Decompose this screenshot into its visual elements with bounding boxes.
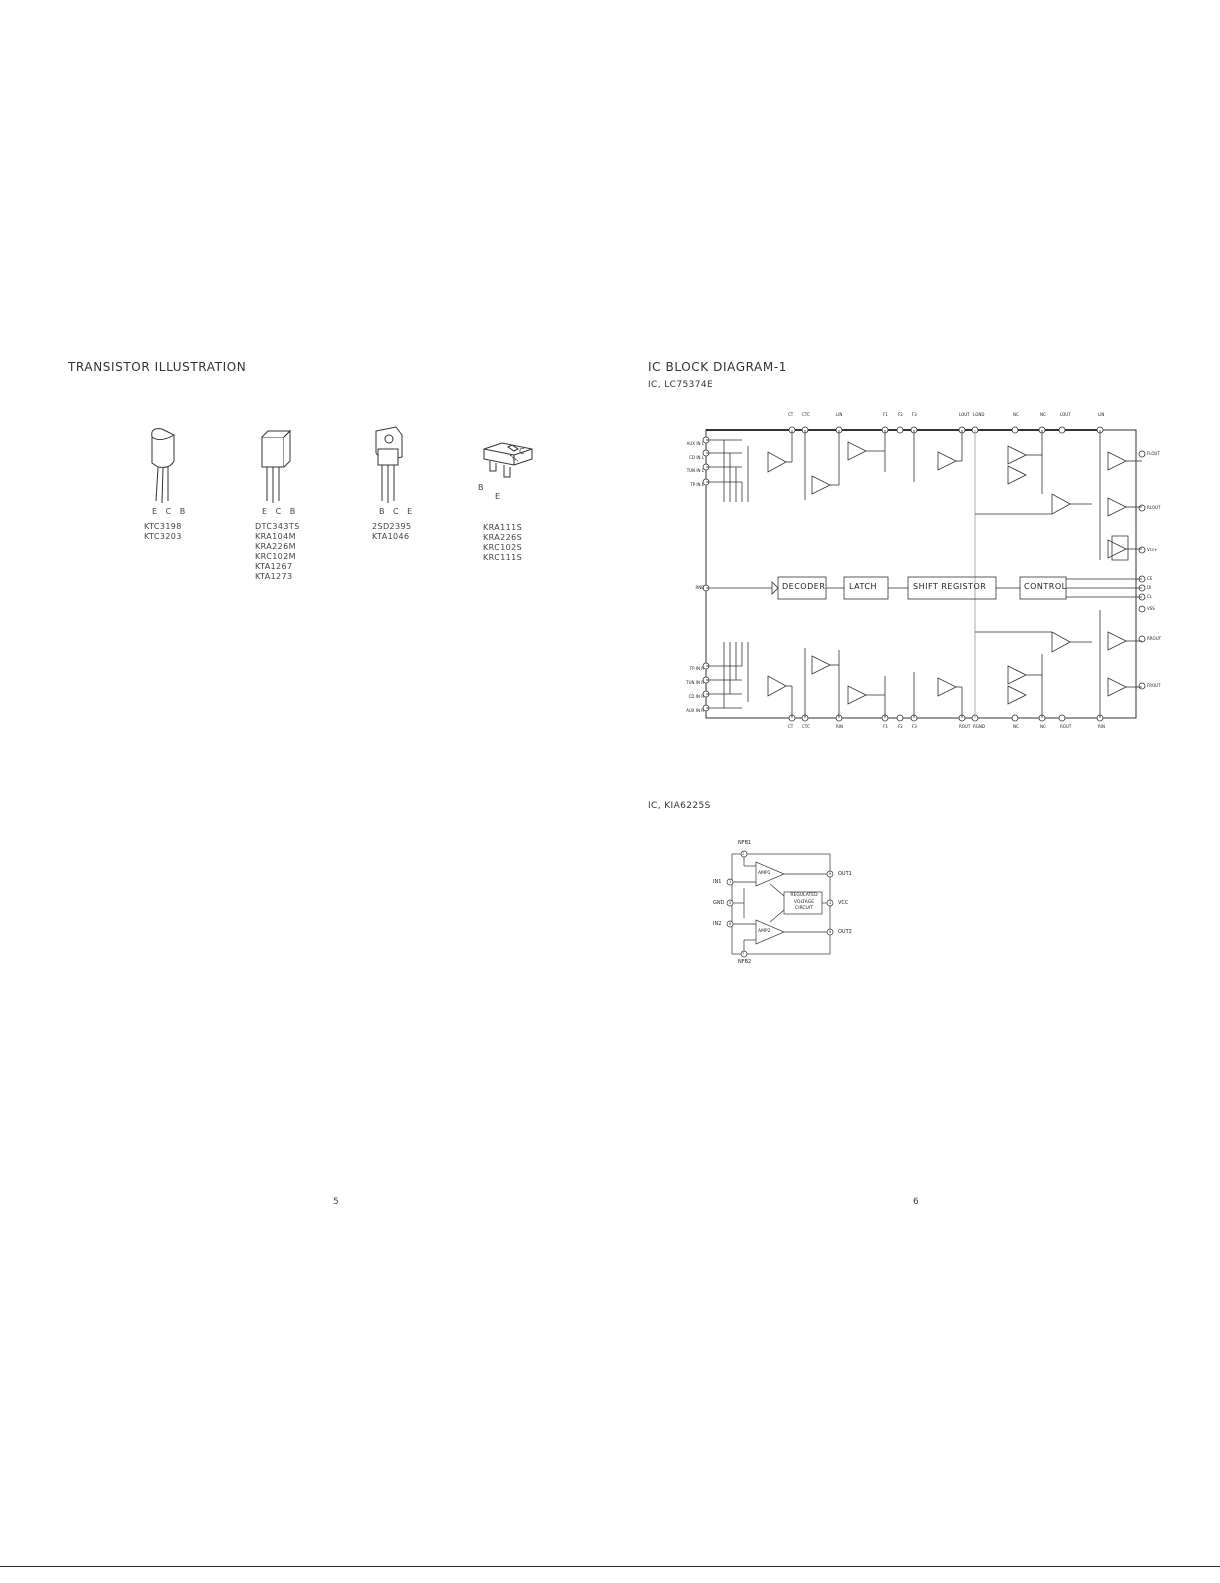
sot23-package-icon <box>483 442 533 478</box>
opamp-bottom-3 <box>847 685 867 705</box>
package-2-pin-labels: E C B <box>262 507 299 516</box>
opamp-top-3 <box>847 441 867 461</box>
transistor-package-drawings <box>151 426 533 504</box>
sot23-emitter-label: E <box>495 492 501 501</box>
right-pin-column <box>1138 450 1146 690</box>
to220-package-icon <box>375 426 403 503</box>
opamp-bottom-2 <box>811 655 831 675</box>
ic1-pin-frout: FROUT <box>1147 683 1161 688</box>
opamp-top-7 <box>1051 493 1071 515</box>
control-label: CONTROL <box>1024 582 1067 591</box>
opamp-top-9 <box>1107 497 1127 517</box>
amp2-triangle <box>755 919 785 945</box>
ic1-pin-cl: CL <box>1147 594 1153 599</box>
page-number-right: 6 <box>913 1197 919 1207</box>
package-3-part-list: 2SD2395 KTA1046 <box>372 522 412 541</box>
page-title-transistor-illustration: TRANSISTOR ILLUSTRATION <box>68 360 247 374</box>
ic2-amp1-label: AMP1 <box>758 871 771 876</box>
opamp-top-8 <box>1107 451 1127 471</box>
ic1-left-pin-labels-bottom: TP IN R TUN IN R CD IN R AUX IN R <box>686 666 704 713</box>
package-1-pin-labels: E C B <box>152 507 189 516</box>
lc75374e-block-diagram <box>702 426 1146 722</box>
ic2-label-vcc: VCC <box>838 900 849 906</box>
ic2-pin-number-out1: 9 <box>829 872 832 876</box>
latch-label: LATCH <box>849 582 878 591</box>
ic1-bottom-pin-labels: CT CTC RIN F1 F2 F3 ROUT RGND NC NC ROUT… <box>788 724 1105 729</box>
ic2-label-nfb2: NFB2 <box>738 959 752 965</box>
to92-package-icon <box>151 428 175 504</box>
opamp-top-2 <box>811 475 831 495</box>
ic2-pin-number-in2: 8 <box>729 922 732 926</box>
package-4-part-list: KRA111S KRA226S KRC102S KRC111S <box>483 523 523 562</box>
ic1-left-pin-labels-top: AUX IN L CD IN L TUN IN L TP IN L <box>686 441 704 487</box>
ic2-label-in1: IN1 <box>713 879 722 885</box>
package-3-pin-labels: B C E <box>379 507 416 516</box>
shift-register-label: SHIFT REGISTOR <box>913 582 987 591</box>
opamp-top-4 <box>937 451 957 471</box>
ic2-label-out1: OUT1 <box>838 871 852 877</box>
bottom-page-rule <box>0 1566 1220 1567</box>
ic1-pin-flout: FLOUT <box>1147 451 1160 456</box>
ic2-pin-number-nfb1: 2 <box>742 852 745 856</box>
to92l-package-icon <box>261 429 292 503</box>
kia6225s-block-diagram <box>726 850 834 958</box>
ic2-pin-number-vcc: 4 <box>829 901 832 905</box>
ic2-label-nfb1: NFB1 <box>738 840 752 846</box>
ic1-pin-ce: CE <box>1147 576 1153 581</box>
ic1-title: IC, LC75374E <box>648 380 714 390</box>
ic2-label-in2: IN2 <box>713 921 722 927</box>
package-2-part-list: DTC343TS KRA104M KRA226M KRC102M KTA1267… <box>255 522 300 581</box>
opamp-top-10 <box>1107 539 1127 559</box>
ic2-pin-number-in1: 1 <box>729 880 732 884</box>
opamp-bottom-7 <box>1051 631 1071 653</box>
page-title-ic-block-diagram: IC BLOCK DIAGRAM-1 <box>648 360 787 374</box>
opamp-bottom-8 <box>1107 631 1127 651</box>
ic1-pin-rlout: RLOUT <box>1147 505 1161 510</box>
package-1-part-list: KTC3198 KTC3203 <box>144 522 182 541</box>
ic2-label-gnd: GND <box>713 900 725 906</box>
opamp-top-6 <box>1007 465 1027 485</box>
ic2-title: IC, KIA6225S <box>648 801 711 811</box>
ic1-rnb-pin-label: RNB <box>695 585 704 590</box>
ic1-pin-rrout: RROUT <box>1147 636 1162 641</box>
ic2-pin-number-nfb2: 7 <box>742 952 745 956</box>
decoder-label: DECODER <box>782 582 826 591</box>
sot23-base-label: B <box>478 483 484 492</box>
opamp-top-5 <box>1007 445 1027 465</box>
opamp-bottom-4 <box>937 677 957 697</box>
opamp-bottom-1 <box>767 675 787 697</box>
opamp-bottom-9 <box>1107 677 1127 697</box>
top-pin-row <box>788 426 1104 434</box>
opamp-bottom-6 <box>1007 685 1027 705</box>
ic1-pin-di: DI <box>1147 585 1152 590</box>
ic2-pin-number-out2: 6 <box>829 930 832 934</box>
sot23-collector-label: C <box>519 447 525 456</box>
page-number-left: 5 <box>333 1197 339 1207</box>
opamp-top-1 <box>767 451 787 473</box>
ic2-pin-number-gnd: 5 <box>729 901 732 905</box>
opamp-bottom-5 <box>1007 665 1027 685</box>
ic2-label-out2: OUT2 <box>838 929 852 935</box>
ic1-pin-vcc: Vcc+ <box>1147 547 1158 552</box>
ic1-pin-vss: VSS <box>1147 606 1155 611</box>
ic1-top-pin-labels: CT CTC LIN F1 F2 F3 LOUT LGND NC NC LOUT… <box>788 412 1105 417</box>
ic2-regulator-label: REGULATED VOLTAGE CIRCUIT <box>790 893 818 911</box>
ic2-amp2-label: AMP2 <box>758 929 771 934</box>
amp1-triangle <box>755 861 785 887</box>
